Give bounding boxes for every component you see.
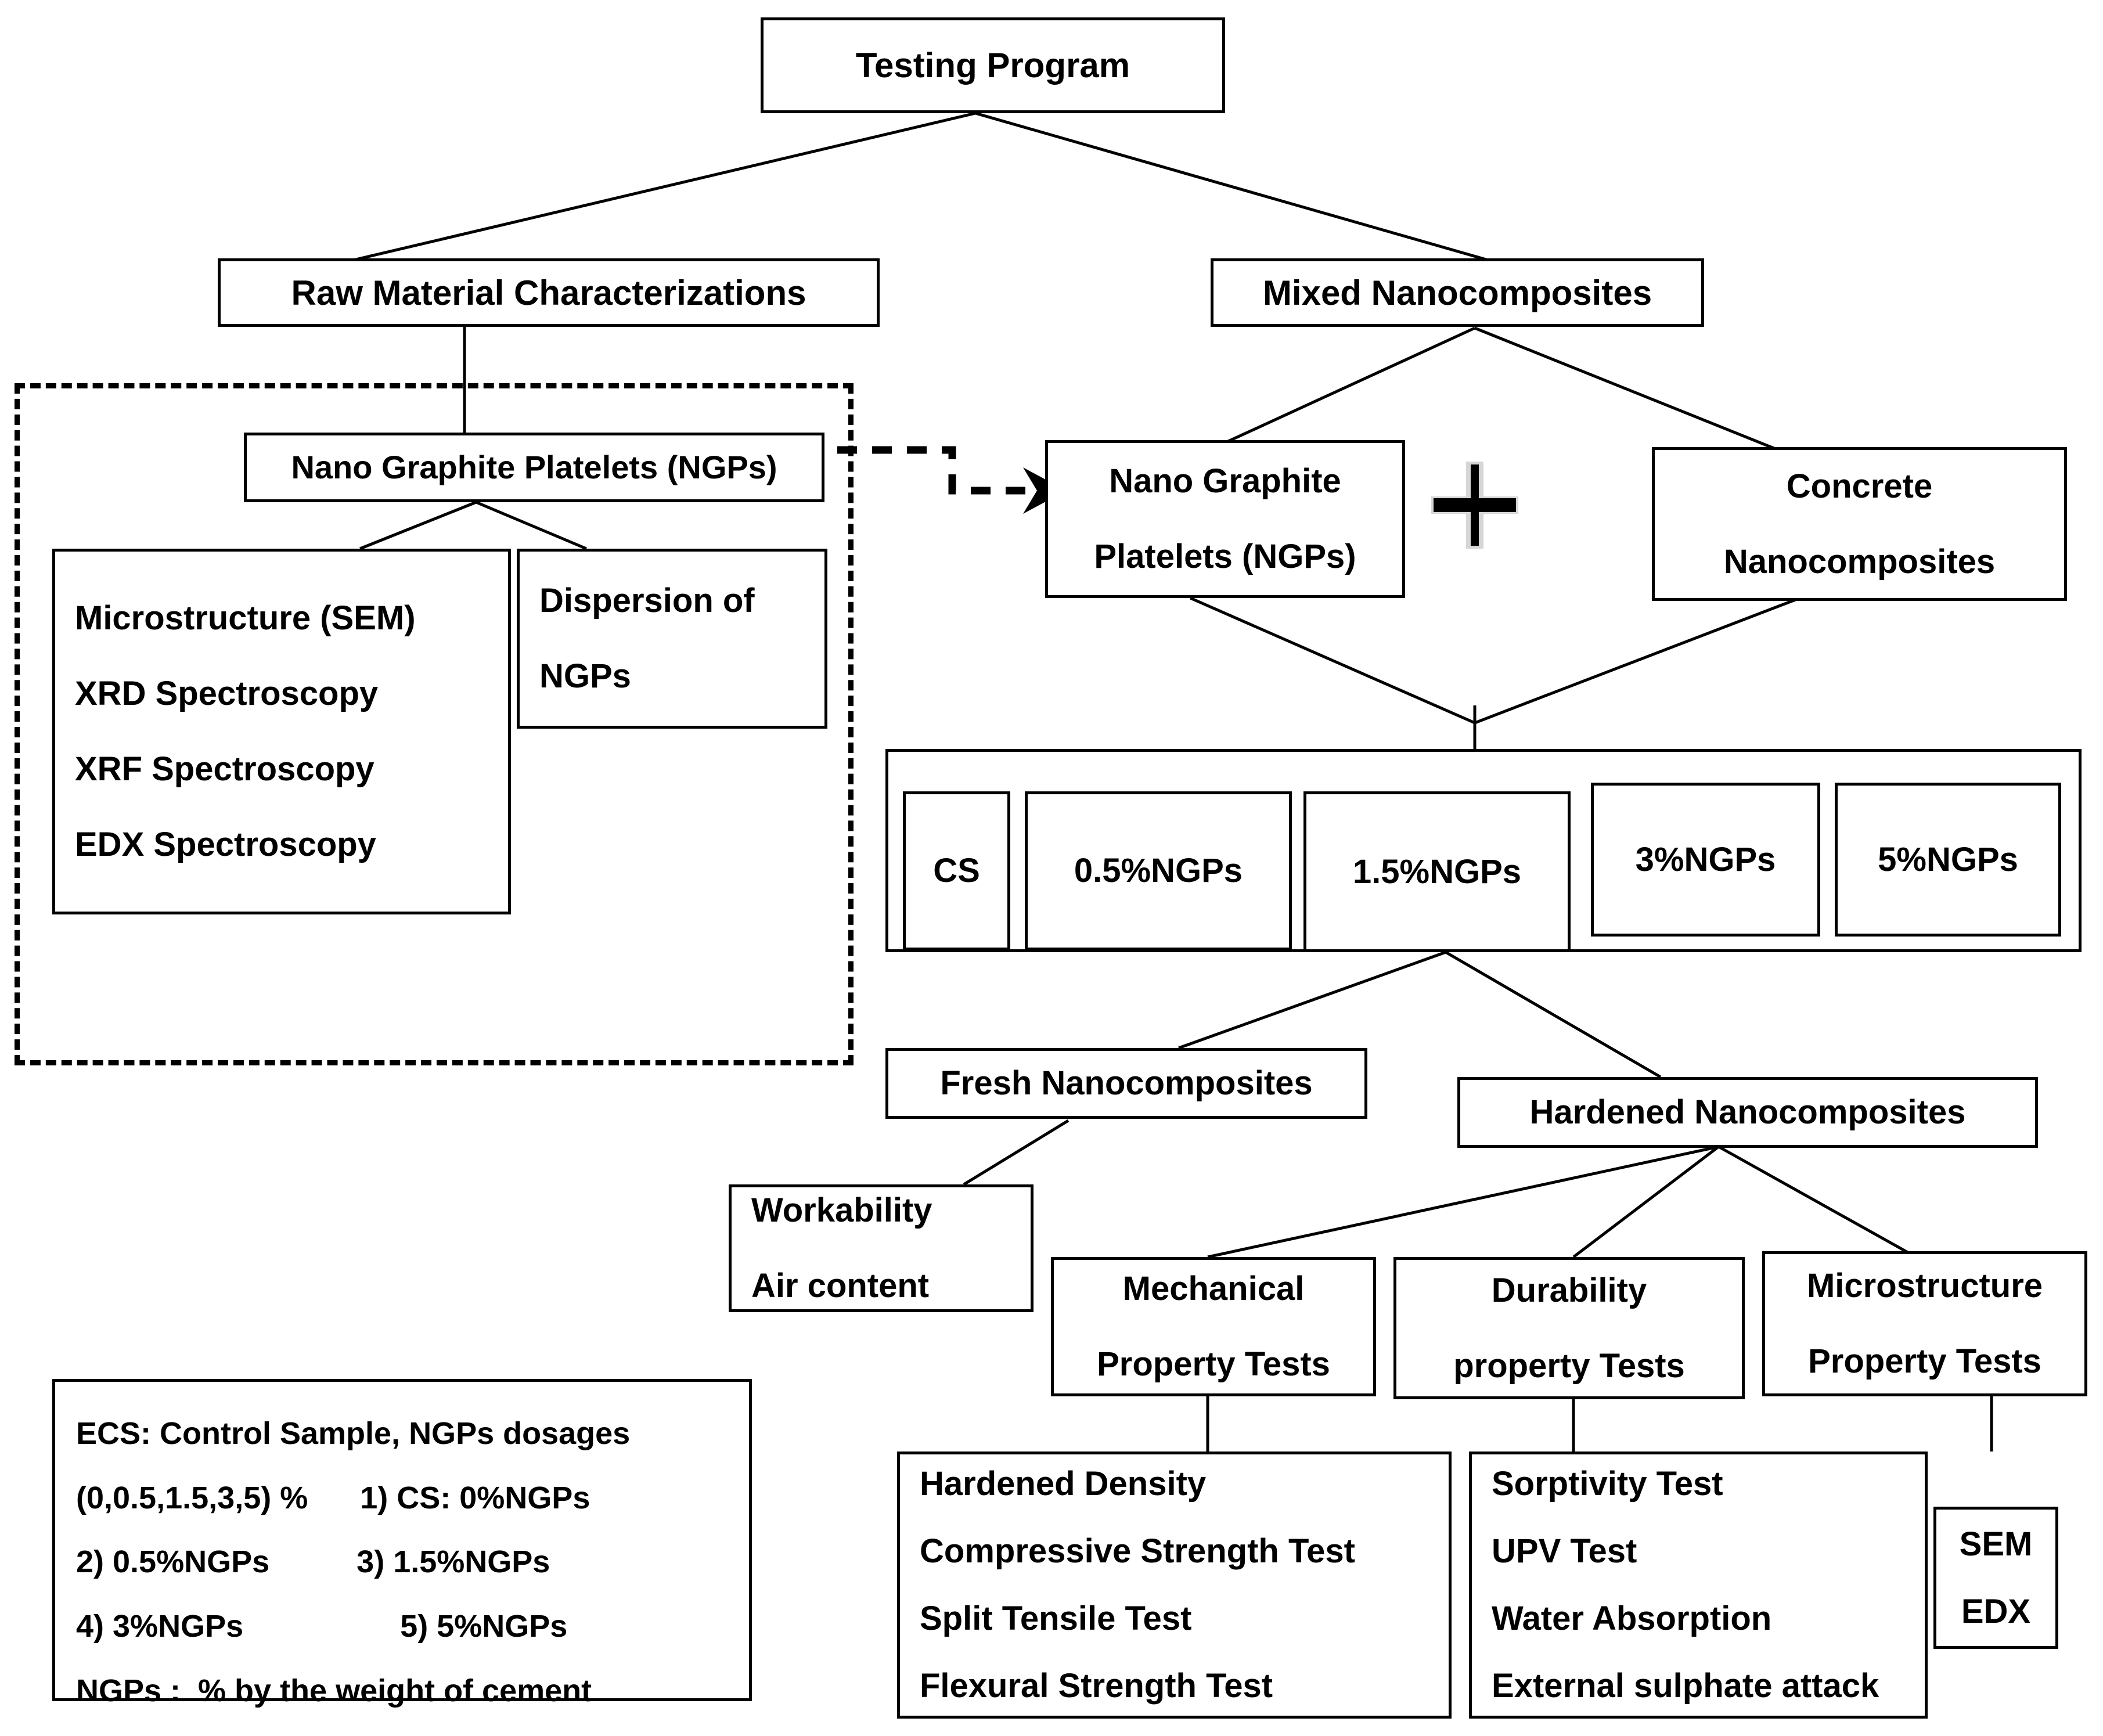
- test-item: Microstructure (SEM): [75, 599, 416, 638]
- node-label-line1: Mechanical: [1122, 1270, 1305, 1308]
- test-item: XRF Spectroscopy: [75, 750, 374, 788]
- node-mixed-nanocomposites[interactable]: Mixed Nanocomposites: [1211, 258, 1704, 327]
- dosage-box-5[interactable]: 5%NGPs: [1835, 783, 2061, 937]
- test-item: Sorptivity Test: [1492, 1465, 1723, 1503]
- legend-line: ECS: Control Sample, NGPs dosages: [76, 1416, 631, 1451]
- node-microstructure-test-list[interactable]: SEM EDX: [1933, 1507, 2058, 1649]
- test-item: Workability: [751, 1191, 932, 1230]
- legend-line: 4) 3%NGPs 5) 5%NGPs: [76, 1609, 568, 1644]
- test-item: External sulphate attack: [1492, 1666, 1879, 1705]
- test-item: Air content: [751, 1267, 930, 1305]
- node-fresh-property-tests[interactable]: Workability Air content: [729, 1184, 1034, 1312]
- test-item: UPV Test: [1492, 1532, 1637, 1571]
- node-label: Hardened Nanocomposites: [1529, 1093, 1966, 1132]
- node-microstructure-property-tests[interactable]: Microstructure Property Tests: [1762, 1251, 2087, 1396]
- node-nano-graphite-platelets-right[interactable]: Nano Graphite Platelets (NGPs): [1045, 440, 1405, 598]
- test-item: SEM: [1959, 1525, 2033, 1563]
- dosage-box-cs[interactable]: CS: [903, 791, 1010, 950]
- test-item: Compressive Strength Test: [920, 1532, 1355, 1571]
- node-label: Fresh Nanocomposites: [940, 1064, 1313, 1103]
- test-item: Flexural Strength Test: [920, 1666, 1273, 1705]
- dosage-label: 5%NGPs: [1878, 840, 2018, 878]
- node-concrete-nanocomposites[interactable]: Concrete Nanocomposites: [1652, 447, 2067, 601]
- node-label-line2: Property Tests: [1808, 1342, 2041, 1380]
- dosage-label: 0.5%NGPs: [1074, 852, 1243, 890]
- node-label-line1: Dispersion of: [539, 582, 755, 620]
- test-item: Split Tensile Test: [920, 1600, 1192, 1637]
- plus-icon: [1429, 460, 1520, 550]
- node-fresh-nanocomposites[interactable]: Fresh Nanocomposites: [885, 1048, 1367, 1119]
- legend-line: (0,0.5,1.5,3,5) % 1) CS: 0%NGPs: [76, 1480, 590, 1515]
- legend-line: 2) 0.5%NGPs 3) 1.5%NGPs: [76, 1544, 550, 1580]
- node-label: Testing Program: [855, 46, 1130, 85]
- node-mechanical-test-list[interactable]: Hardened Density Compressive Strength Te…: [897, 1452, 1452, 1719]
- dosage-label: 1.5%NGPs: [1352, 852, 1522, 891]
- node-label: Nano Graphite Platelets (NGPs): [291, 448, 777, 485]
- node-label: Mixed Nanocomposites: [1262, 273, 1652, 312]
- test-item: Water Absorption: [1492, 1600, 1772, 1637]
- node-label-line2: NGPs: [539, 657, 631, 695]
- node-raw-material-tests[interactable]: Microstructure (SEM) XRD Spectroscopy XR…: [52, 549, 511, 914]
- node-label-line2: Nanocomposites: [1723, 542, 1996, 581]
- node-mechanical-property-tests[interactable]: Mechanical Property Tests: [1051, 1257, 1376, 1396]
- test-item: EDX Spectroscopy: [75, 825, 376, 863]
- node-durability-property-tests[interactable]: Durability property Tests: [1393, 1257, 1745, 1399]
- raw-material-dashed-region: [15, 383, 854, 1065]
- node-label-line2: Platelets (NGPs): [1094, 538, 1356, 575]
- node-label-line2: property Tests: [1453, 1346, 1685, 1385]
- dosage-label: CS: [933, 852, 980, 890]
- node-label: Raw Material Characterizations: [291, 273, 806, 312]
- test-item: Hardened Density: [920, 1465, 1207, 1503]
- node-durability-test-list[interactable]: Sorptivity Test UPV Test Water Absorptio…: [1469, 1452, 1928, 1719]
- node-label-line1: Microstructure: [1806, 1267, 2043, 1305]
- node-testing-program[interactable]: Testing Program: [761, 17, 1225, 113]
- node-hardened-nanocomposites[interactable]: Hardened Nanocomposites: [1457, 1077, 2038, 1148]
- dosage-label: 3%NGPs: [1635, 840, 1776, 878]
- node-label-line1: Nano Graphite: [1109, 462, 1341, 500]
- test-item: EDX: [1961, 1592, 2031, 1630]
- node-nano-graphite-platelets-left[interactable]: Nano Graphite Platelets (NGPs): [244, 433, 824, 502]
- test-item: XRD Spectroscopy: [75, 675, 379, 713]
- legend-box: ECS: Control Sample, NGPs dosages (0,0.5…: [52, 1379, 752, 1708]
- node-label-line1: Concrete: [1786, 467, 1933, 505]
- node-dispersion-of-ngps[interactable]: Dispersion of NGPs: [517, 549, 827, 729]
- node-raw-material-characterizations[interactable]: Raw Material Characterizations: [218, 258, 880, 327]
- node-label-line1: Durability: [1491, 1271, 1647, 1309]
- node-label-line2: Property Tests: [1097, 1345, 1330, 1383]
- dosage-box-15[interactable]: 1.5%NGPs: [1303, 791, 1571, 952]
- dosage-box-3[interactable]: 3%NGPs: [1591, 783, 1820, 937]
- dosage-box-05[interactable]: 0.5%NGPs: [1025, 791, 1292, 950]
- legend-line: NGPs : % by the weight of cement: [76, 1673, 592, 1708]
